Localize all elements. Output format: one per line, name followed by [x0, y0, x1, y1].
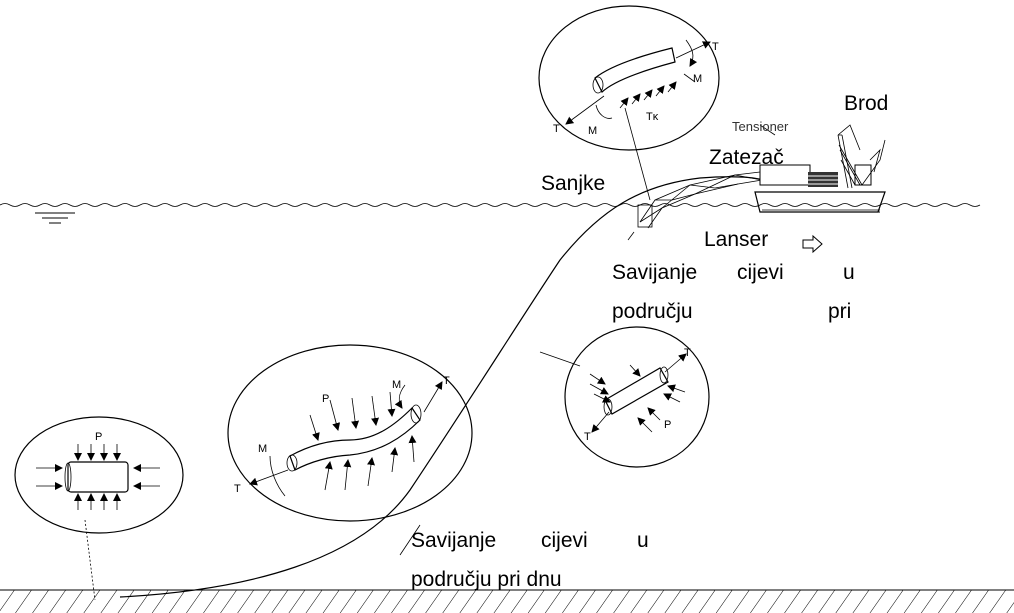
label-ship: Brod — [844, 92, 888, 115]
force-T-1: T — [712, 41, 719, 53]
force-M-1: M — [693, 73, 702, 85]
label-sagbend-word2: cijevi — [541, 529, 588, 552]
force-M-4: M — [258, 443, 267, 455]
launcher-arrow-icon — [802, 234, 823, 254]
force-T-6: T — [234, 483, 241, 495]
force-T-5: T — [443, 375, 450, 387]
sea-surface — [0, 203, 981, 207]
force-P-2: P — [322, 393, 329, 405]
vessel — [754, 124, 886, 213]
force-T-2: T — [553, 123, 560, 135]
label-overbend-word2: cijevi — [737, 261, 784, 284]
force-Tk: Tκ — [646, 111, 659, 123]
force-M-3: M — [392, 379, 401, 391]
label-tensioner-en: Tensioner — [732, 119, 789, 134]
label-sagbend-word3: u — [637, 529, 649, 552]
label-launcher: Lanser — [704, 228, 768, 251]
label-tensioner: Zatezač — [709, 146, 784, 169]
callout-lines — [84, 107, 776, 601]
force-P-3: P — [95, 431, 102, 443]
label-overbend-word3: u — [843, 261, 855, 284]
label-overbend-word5: pri — [828, 300, 851, 323]
sagbend-detail-ellipse: T T M M P — [227, 344, 473, 522]
pipeline — [119, 176, 771, 598]
force-T-4: T — [584, 431, 591, 443]
label-sagbend-line2: području pri dnu — [411, 568, 562, 591]
label-overbend-word1: Savijanje — [612, 261, 697, 284]
inflection-detail-ellipse: T T P — [564, 326, 710, 468]
seabed-detail-ellipse: P — [14, 416, 184, 534]
force-T-3: T — [684, 347, 691, 359]
force-M-2: M — [588, 125, 597, 137]
label-sagbend-word1: Savijanje — [411, 529, 496, 552]
force-P-1: P — [664, 419, 671, 431]
water-level-symbol — [35, 212, 75, 224]
seabed — [0, 590, 1014, 613]
stinger — [637, 171, 763, 229]
overbend-detail-ellipse: T T M M Tκ — [538, 5, 720, 151]
label-stinger-sled: Sanjke — [541, 172, 605, 195]
label-overbend-word4: području — [612, 300, 693, 323]
